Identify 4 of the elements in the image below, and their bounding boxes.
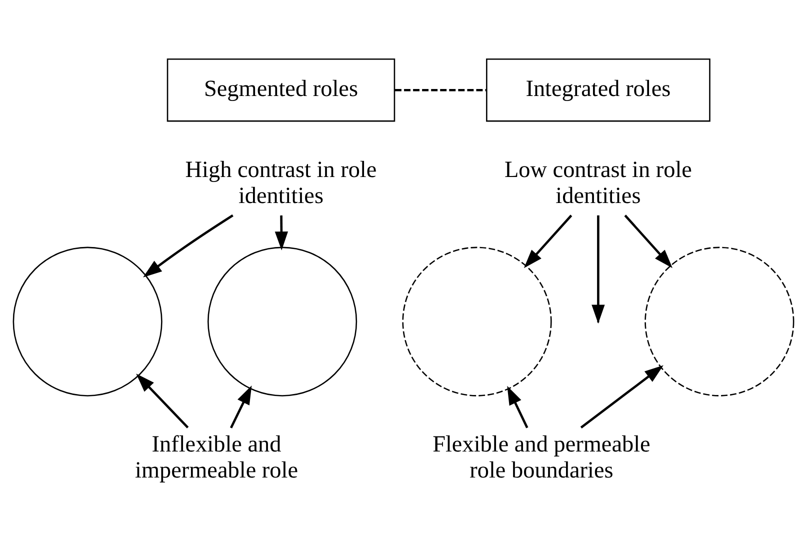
node-text: Flexible and permeable role boundaries <box>432 432 650 484</box>
node-text: Low contrast in role identities <box>504 157 692 209</box>
node-text: Inflexible and impermeable role <box>135 432 298 484</box>
node-text: High contrast in role identities <box>185 157 377 209</box>
